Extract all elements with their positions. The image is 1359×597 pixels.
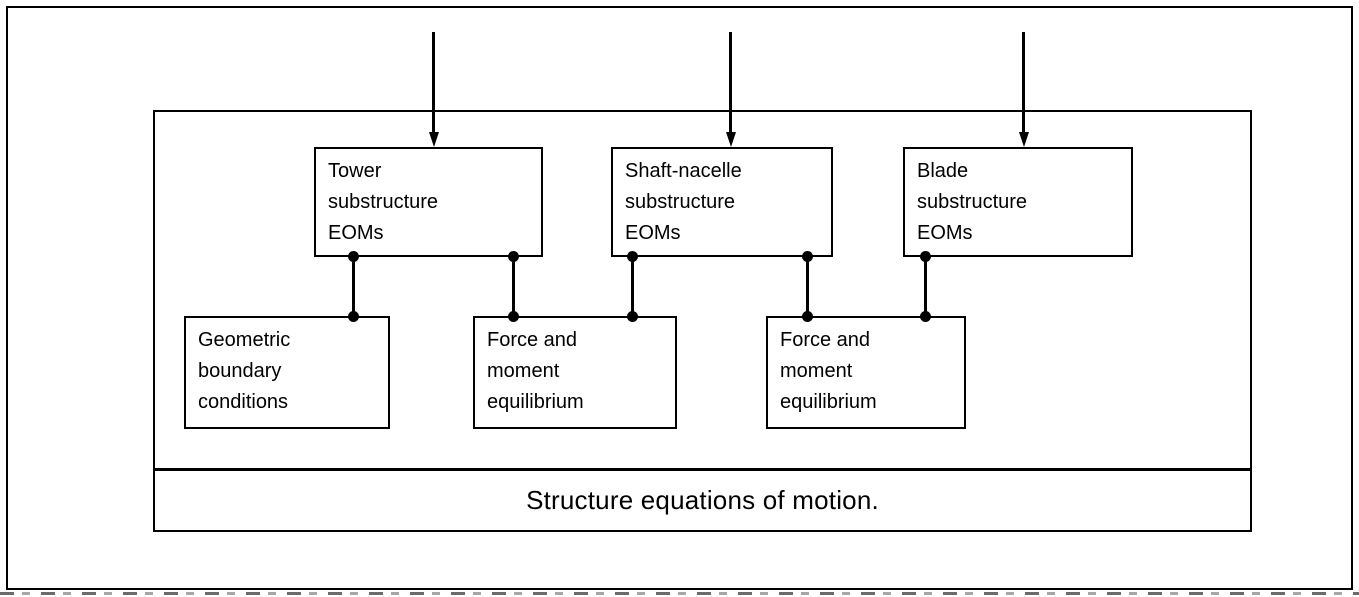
connector-dot-bottom (802, 311, 813, 322)
shaft-nacelle-input-arrow-icon (726, 32, 736, 148)
connector-shaft-nacelle-to-force-moment-equilibrium-right (802, 251, 813, 322)
node-text-line: Geometric (198, 329, 291, 351)
figure-caption-label: Structure equations of motion. (526, 485, 879, 515)
blade-input-arrow-icon (1019, 32, 1029, 148)
connector-dot-bottom (627, 311, 638, 322)
node-text-line: EOMs (328, 222, 384, 244)
node-text-line: equilibrium (487, 391, 584, 413)
connector-line (631, 256, 634, 317)
arrow-shaft (729, 32, 732, 138)
inner-frame-divider (153, 468, 1252, 471)
node-text-line: equilibrium (780, 391, 877, 413)
connector-line (924, 256, 927, 317)
connector-dot-top (802, 251, 813, 262)
outer-frame (6, 6, 1353, 590)
arrow-head (429, 132, 439, 147)
footer-band: Structure equations of motion. (155, 471, 1250, 530)
node-text-line: Tower (328, 160, 382, 182)
connector-dot-top (920, 251, 931, 262)
node-text-line: moment (780, 360, 853, 382)
node-text-line: EOMs (625, 222, 681, 244)
connector-shaft-nacelle-to-force-moment-equilibrium-left (627, 251, 638, 322)
scan-artifact-line (0, 592, 1359, 595)
node-text-line: Blade (917, 160, 969, 182)
node-text-line: boundary (198, 360, 282, 382)
node-blade-substructure-eoms: Blade substructure EOMs (903, 147, 1133, 257)
connector-line (806, 256, 809, 317)
connector-dot-bottom (920, 311, 931, 322)
connector-dot-top (508, 251, 519, 262)
node-force-and-moment-equilibrium-left: Force and moment equilibrium (473, 316, 677, 429)
node-text-line: moment (487, 360, 560, 382)
connector-blade-to-force-moment-equilibrium-right (920, 251, 931, 322)
connector-tower-to-force-moment-equilibrium-left (508, 251, 519, 322)
connector-dot-bottom (348, 311, 359, 322)
node-shaft-nacelle-substructure-eoms: Shaft-nacelle substructure EOMs (611, 147, 833, 257)
connector-dot-top (348, 251, 359, 262)
node-text-line: Shaft-nacelle (625, 160, 742, 182)
connector-dot-top (627, 251, 638, 262)
node-text-line: Force and (487, 329, 578, 351)
connector-line (352, 256, 355, 317)
arrow-shaft (432, 32, 435, 138)
node-text-line: substructure (625, 191, 736, 213)
connector-tower-to-geometric-boundary-conditions (348, 251, 359, 322)
node-text-line: substructure (328, 191, 439, 213)
node-text-line: substructure (917, 191, 1028, 213)
inner-frame (153, 110, 1252, 532)
arrow-head (726, 132, 736, 147)
arrow-shaft (1022, 32, 1025, 138)
node-force-and-moment-equilibrium-right: Force and moment equilibrium (766, 316, 966, 429)
tower-input-arrow-icon (429, 32, 439, 148)
connector-line (512, 256, 515, 317)
node-text-line: conditions (198, 391, 289, 413)
arrow-head (1019, 132, 1029, 147)
node-geometric-boundary-conditions: Geometric boundary conditions (184, 316, 390, 429)
connector-dot-bottom (508, 311, 519, 322)
node-tower-substructure-eoms: Tower substructure EOMs (314, 147, 543, 257)
node-text-line: EOMs (917, 222, 973, 244)
node-text-line: Force and (780, 329, 871, 351)
